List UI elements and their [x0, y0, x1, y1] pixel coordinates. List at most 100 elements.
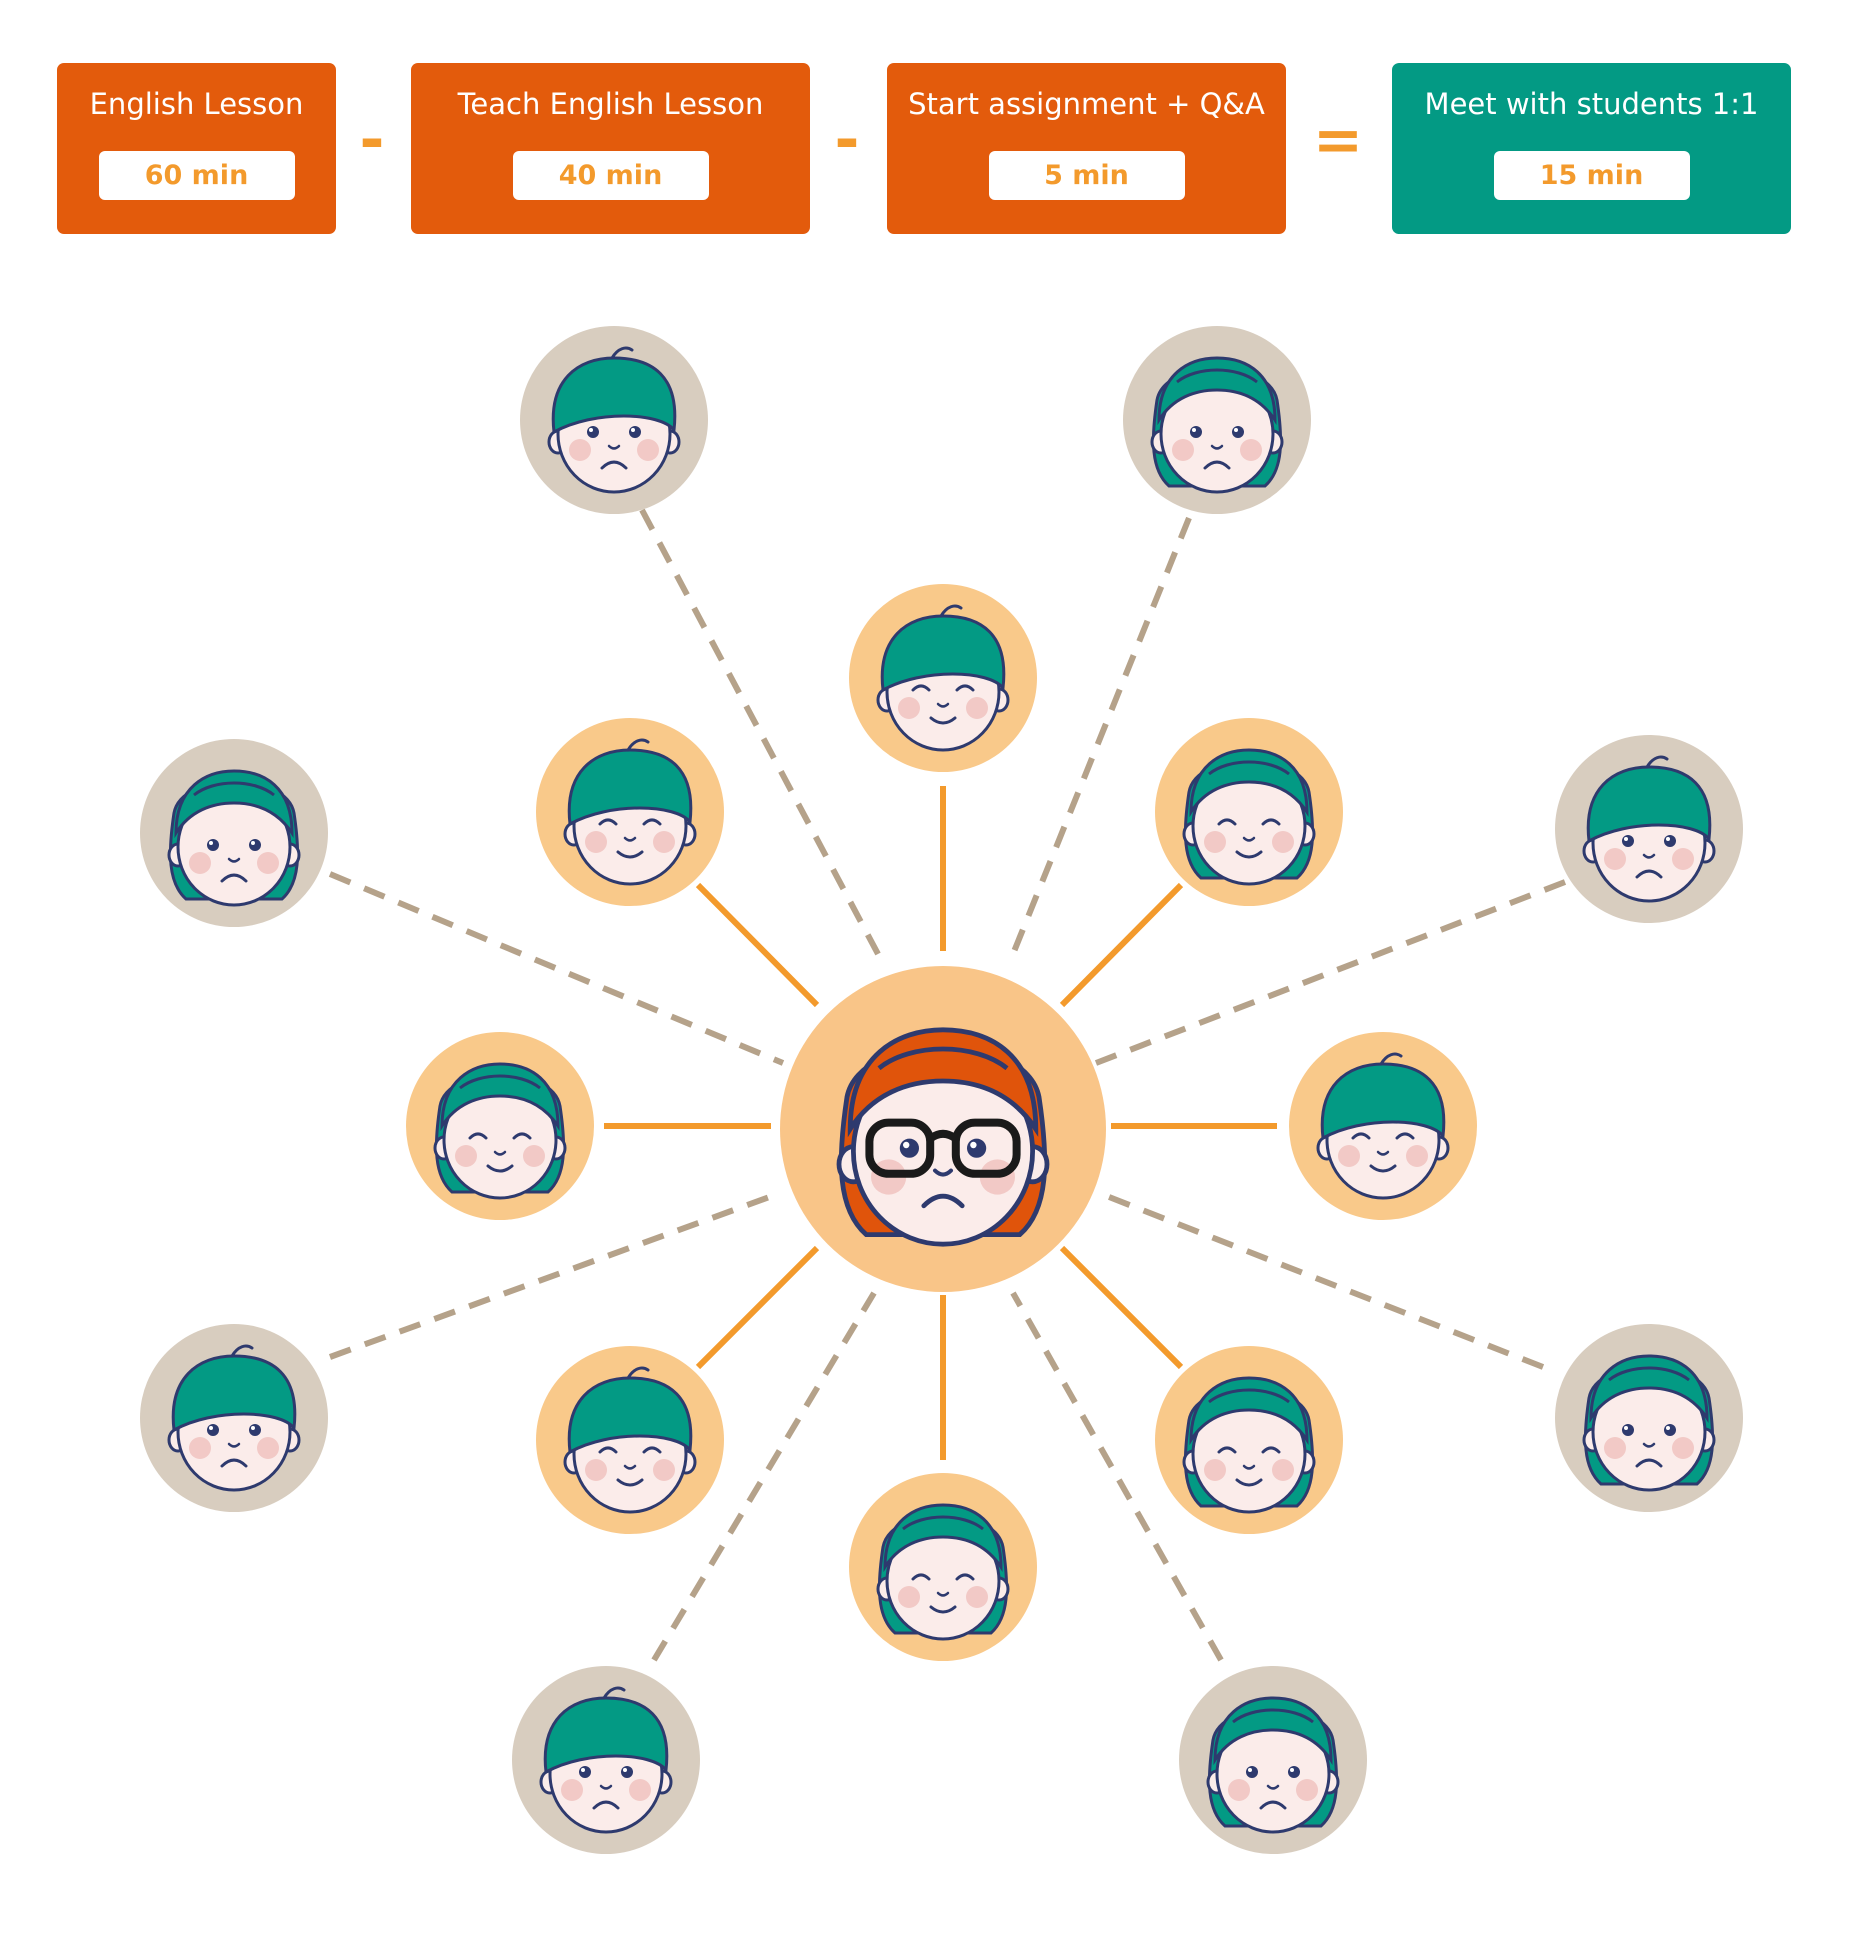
cheek [585, 1459, 607, 1481]
eye [1217, 1446, 1237, 1454]
eye [899, 1138, 919, 1158]
eye [1664, 1424, 1676, 1436]
happy-student-face-icon [1316, 1052, 1450, 1200]
eye [955, 684, 975, 692]
smile-mouth [1369, 1164, 1397, 1173]
frown-mouth [220, 873, 248, 883]
eye-shine [623, 1768, 627, 1772]
cheek [189, 852, 211, 874]
solid-connection-line [695, 882, 820, 1008]
sad-student-face-icon [1582, 755, 1716, 903]
eye-shine [209, 841, 213, 845]
headband [1208, 1388, 1290, 1404]
cheek [1604, 848, 1626, 870]
eye-shine [1192, 428, 1196, 432]
hair-tuft [602, 1686, 626, 1700]
eye [468, 1132, 488, 1140]
nose [936, 702, 950, 708]
box-label: Meet with students 1:1 [1424, 87, 1759, 121]
nose [599, 1784, 613, 1790]
eye [955, 1573, 975, 1581]
frown-mouth [921, 1193, 965, 1209]
eye [911, 1573, 931, 1581]
smile-mouth [616, 850, 644, 859]
eye-shine [1248, 1768, 1252, 1772]
cheek [637, 439, 659, 461]
eye-shine [1666, 837, 1670, 841]
smile-mouth [486, 1164, 514, 1173]
eye-shine [251, 841, 255, 845]
cheek [1296, 1779, 1318, 1801]
sad-student-face-icon [547, 346, 681, 494]
eye [587, 426, 599, 438]
glasses-lens [951, 1118, 1021, 1178]
nose [493, 1150, 507, 1156]
nose [1242, 1464, 1256, 1470]
cheek [653, 831, 675, 853]
box-teach-english-lesson: Teach English Lesson 40 min [411, 63, 810, 234]
eye-shine [1234, 428, 1238, 432]
nose [1642, 1442, 1656, 1448]
eye-shine [589, 428, 593, 432]
cheek [1272, 1459, 1294, 1481]
nose [1266, 1784, 1280, 1790]
hair-top [551, 356, 677, 435]
solid-connection-line [1059, 882, 1184, 1008]
smile-mouth [1235, 1478, 1263, 1487]
happy-student-face-icon [1182, 748, 1316, 886]
sad-student-face-icon [539, 1686, 673, 1834]
happy-student-face-icon [563, 1366, 697, 1514]
headband [1232, 1708, 1314, 1724]
cheek [585, 831, 607, 853]
nose [936, 1591, 950, 1597]
hair-tuft [626, 1366, 650, 1380]
time-pill: 60 min [98, 151, 295, 200]
people-nodes [140, 326, 1743, 1854]
eye [598, 818, 618, 826]
eye [249, 839, 261, 851]
hair-tuft [939, 604, 963, 618]
cheek [257, 852, 279, 874]
sad-student-face-icon [167, 769, 301, 907]
cheek [629, 1779, 651, 1801]
hair-top [880, 614, 1006, 693]
dashed-connection-line [1102, 1192, 1545, 1370]
frown-mouth [220, 1458, 248, 1468]
hair-tuft [1645, 755, 1669, 769]
eye-shine [631, 428, 635, 432]
glasses-lens [865, 1118, 935, 1178]
eye-shine [970, 1141, 977, 1149]
frown-mouth [1635, 1458, 1663, 1468]
eye-shine [581, 1768, 585, 1772]
eye-shine [251, 1426, 255, 1430]
hair-top [543, 1696, 669, 1775]
nose [1242, 836, 1256, 842]
eye [598, 1446, 618, 1454]
box-english-lesson: English Lesson 60 min [57, 63, 336, 234]
headband [902, 1515, 984, 1531]
eye [1261, 818, 1281, 826]
hair-top [883, 1503, 1003, 1573]
cheek [1272, 831, 1294, 853]
eye [1190, 426, 1202, 438]
cheek [1172, 439, 1194, 461]
nose [623, 1464, 637, 1470]
nose [623, 836, 637, 842]
cheek [1672, 848, 1694, 870]
eye [1261, 1446, 1281, 1454]
headband [1176, 368, 1258, 384]
hair-top [1320, 1062, 1446, 1141]
happy-student-face-icon [563, 738, 697, 886]
hair-top [567, 748, 693, 827]
cheek [523, 1145, 545, 1167]
frown-mouth [592, 1800, 620, 1810]
smile-mouth [929, 716, 957, 725]
cheek [1204, 831, 1226, 853]
dashed-connection-line [1010, 516, 1192, 956]
hair-tuft [610, 346, 634, 360]
eye [1351, 1132, 1371, 1140]
time-pill: 5 min [988, 151, 1185, 200]
happy-student-face-icon [876, 1503, 1010, 1641]
eye [1246, 1766, 1258, 1778]
eye [1664, 835, 1676, 847]
